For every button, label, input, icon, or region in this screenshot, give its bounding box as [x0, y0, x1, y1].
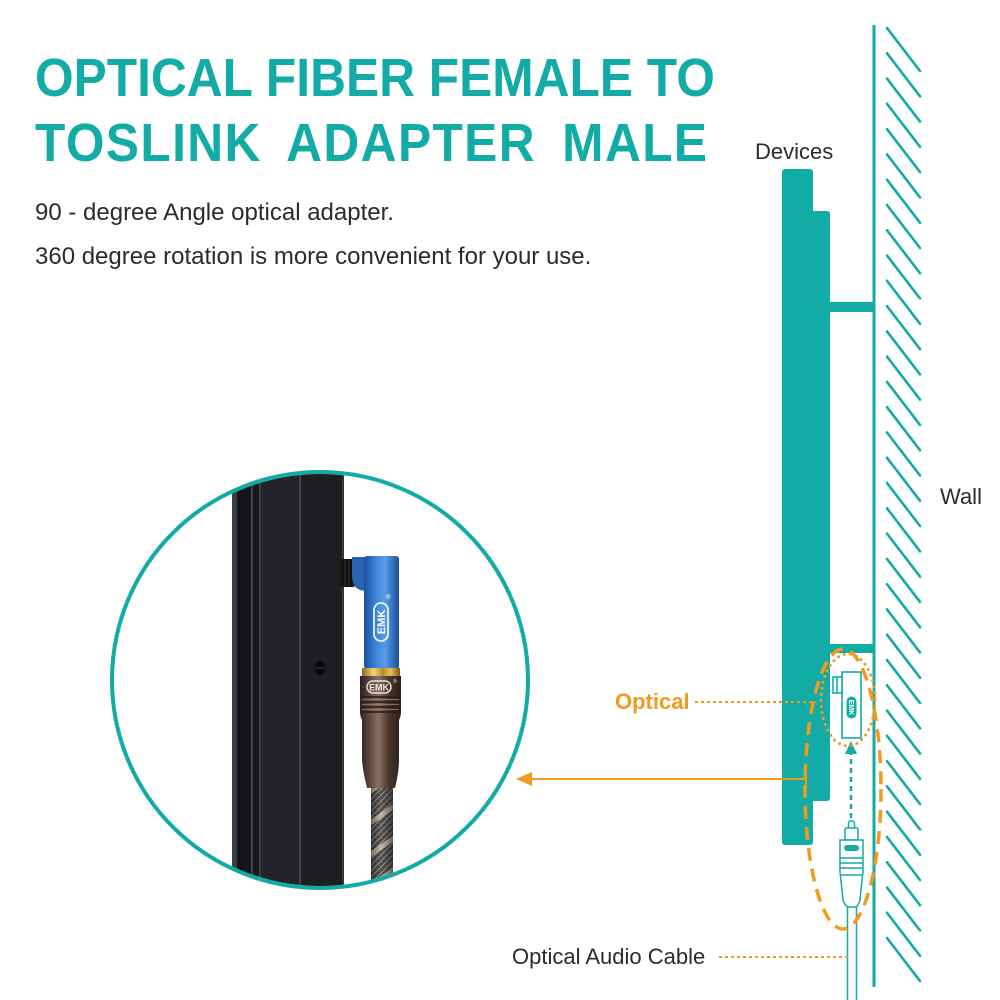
label-devices: Devices: [755, 139, 834, 164]
svg-text:EMK: EMK: [369, 683, 390, 693]
device-front-panel: [782, 169, 813, 845]
black-plug: [341, 559, 355, 587]
registered-mark: ®: [386, 594, 391, 601]
title-line-1: OPTICAL FIBER FEMALE TO: [35, 48, 715, 108]
wall-mount-bracket-bottom: [828, 644, 874, 653]
toslink-plug-badge: [844, 845, 859, 851]
zoom-callout-arrow: [516, 772, 807, 786]
insert-direction-arrow: [845, 741, 857, 818]
tv-side-panel: [232, 474, 344, 886]
label-wall: Wall: [940, 484, 982, 509]
blue-adapter-body: EMK ®: [352, 556, 399, 669]
label-optical: Optical: [615, 689, 690, 714]
feature-rotation: 360 degree rotation is more convenient f…: [35, 243, 592, 270]
adapter-photo: EMK ® EMK ®: [341, 556, 401, 886]
brown-connector: EMK ®: [360, 676, 401, 788]
title-line-2: TOSLINK ADAPTER MALE: [35, 113, 709, 173]
wall-hatching: [885, 26, 922, 983]
label-optical-audio-cable: Optical Audio Cable: [512, 944, 706, 969]
wall: [872, 25, 922, 987]
emk-logo-diagram: EMK: [846, 696, 857, 719]
adapter-highlight-ring: [819, 652, 877, 748]
svg-text:EMK: EMK: [847, 700, 854, 716]
emk-logo-blue: EMK: [373, 602, 389, 642]
svg-text:EMK: EMK: [376, 610, 388, 635]
product-closeup-inset: EMK ® EMK ®: [110, 470, 530, 890]
inset-border: [110, 470, 530, 890]
device-silhouette: [782, 169, 874, 845]
arrow-left-icon: [516, 772, 532, 786]
emk-logo-brown: EMK: [366, 680, 392, 694]
braided-cable: [371, 786, 393, 886]
gold-ring: [362, 668, 400, 676]
wall-mount-bracket-top: [828, 302, 874, 312]
connection-highlight-ring: [803, 647, 883, 931]
page-title: OPTICAL FIBER FEMALE TO TOSLINK ADAPTER …: [35, 46, 774, 176]
svg-text:®: ®: [393, 678, 397, 685]
feature-angle: 90 - degree Angle optical adapter.: [35, 199, 394, 226]
device-rear-panel: [808, 211, 830, 801]
